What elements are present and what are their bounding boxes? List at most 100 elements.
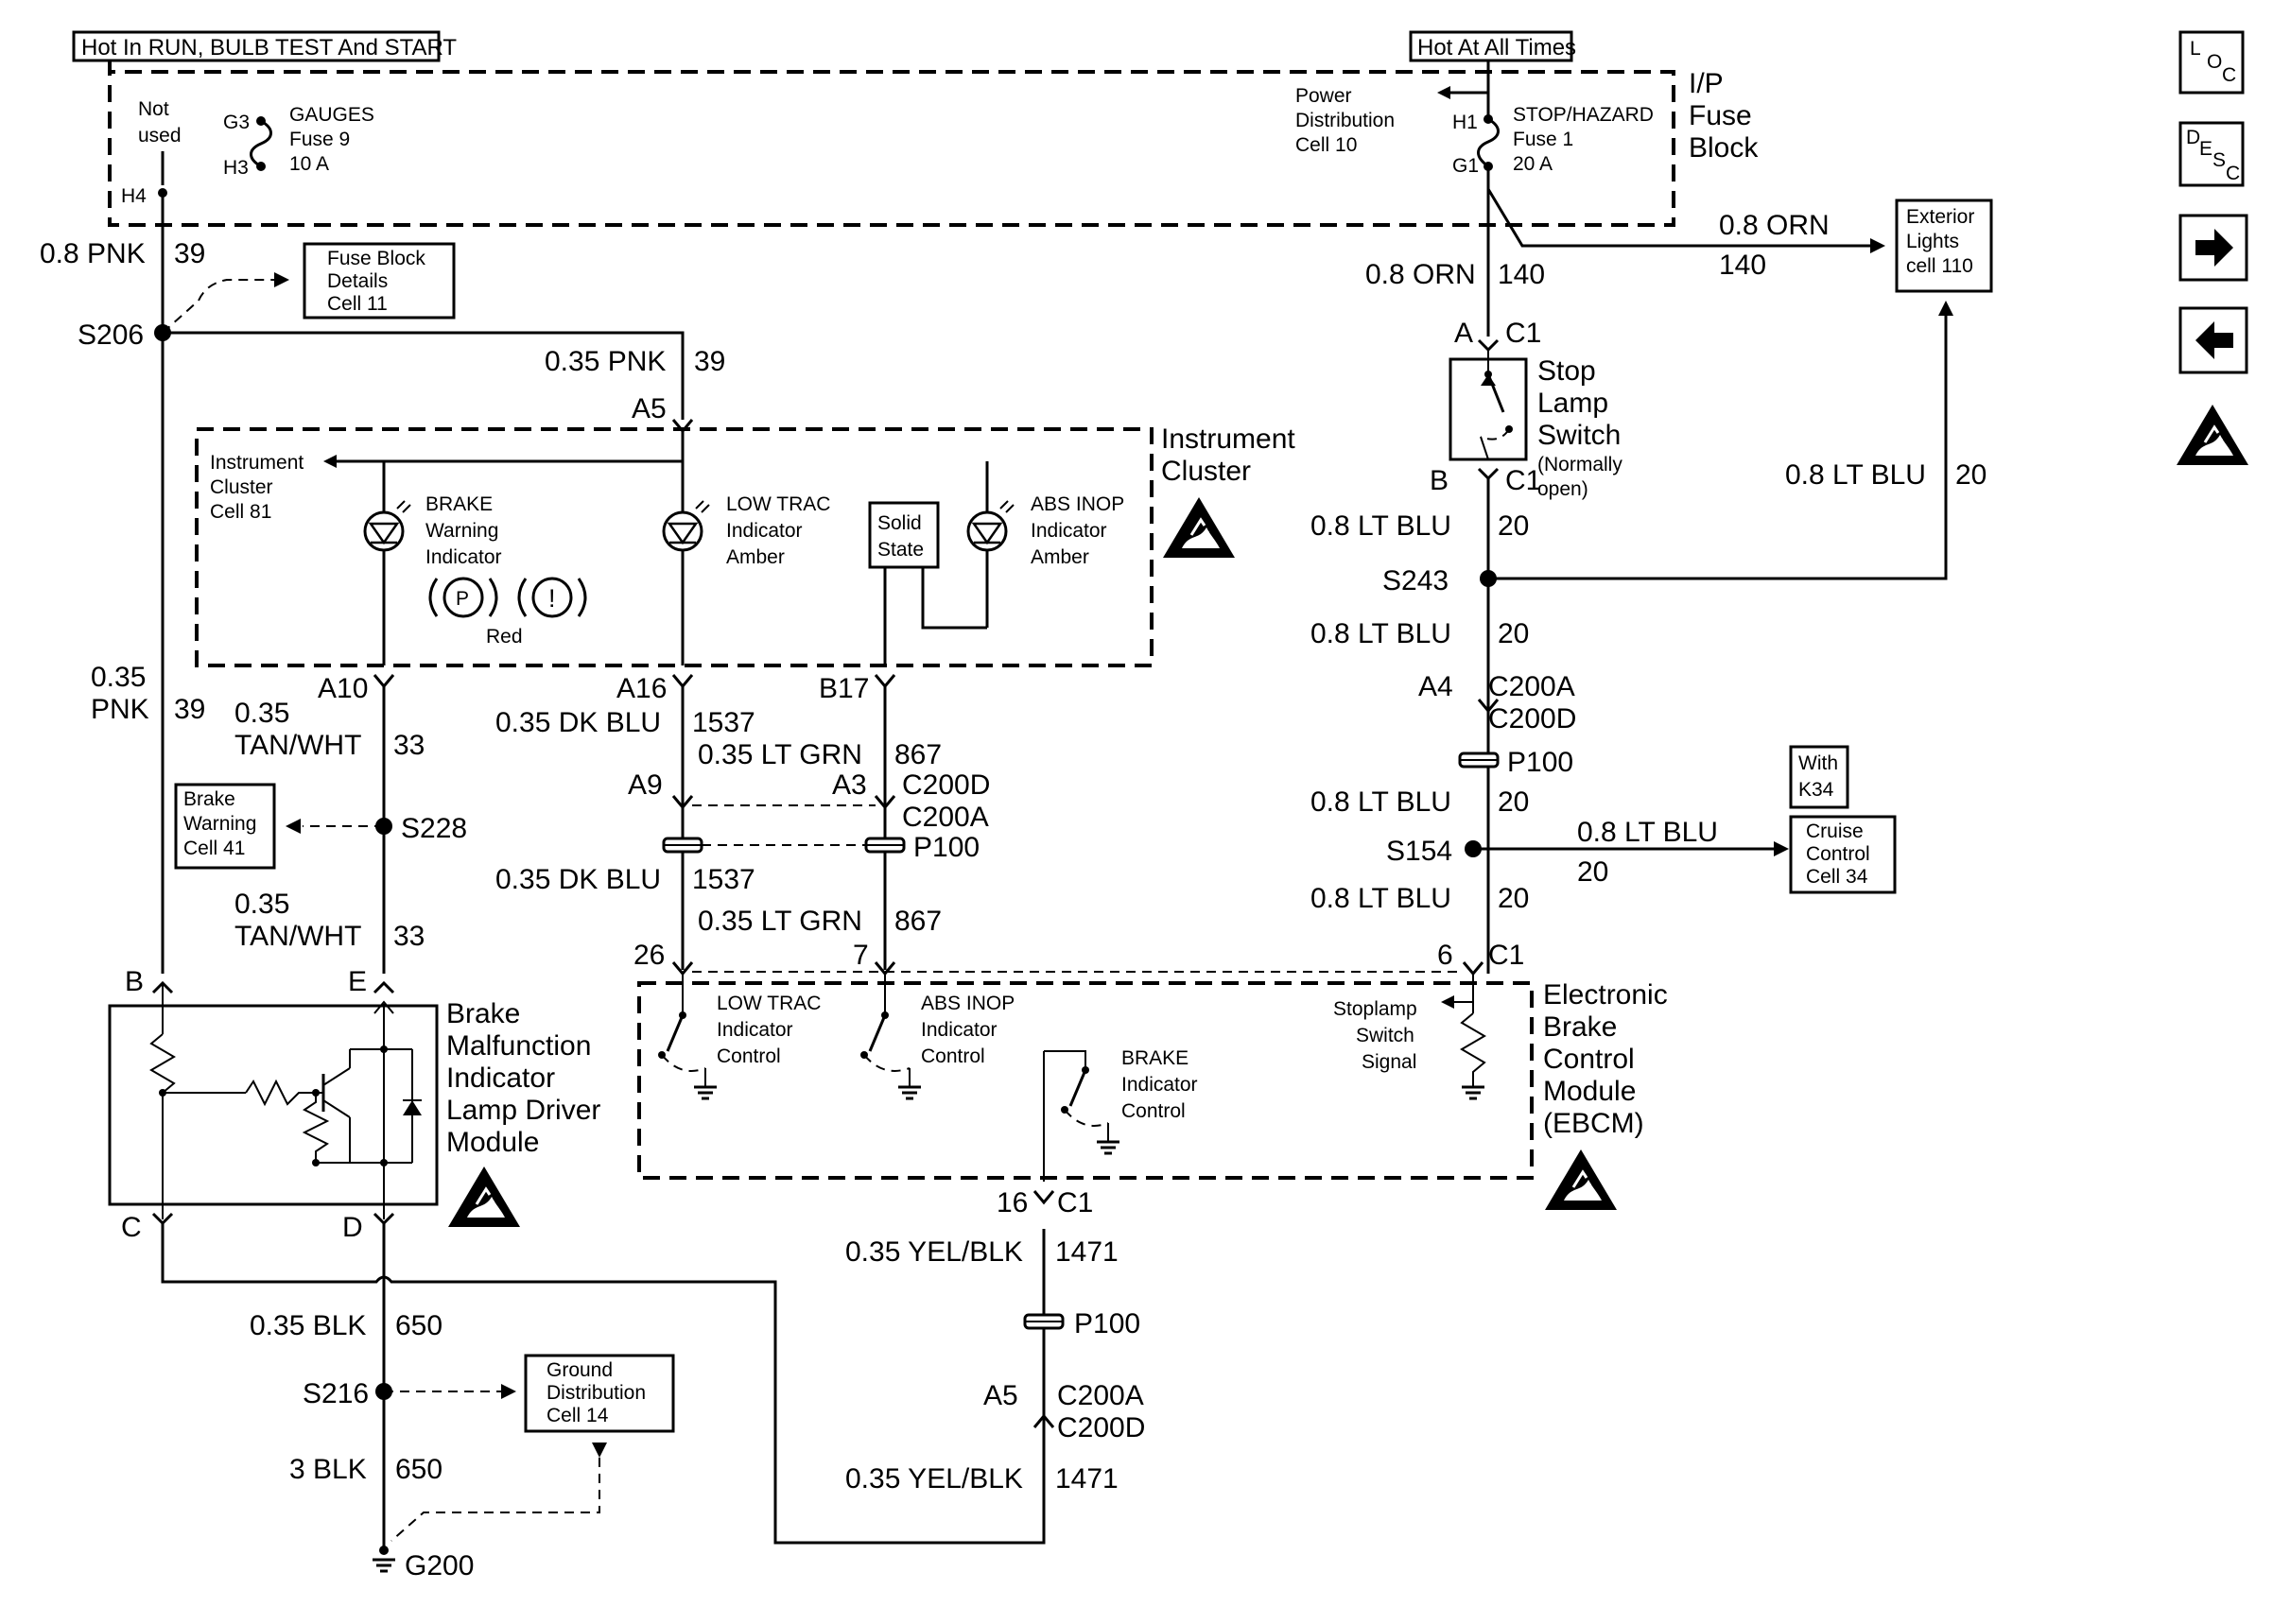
circuit-1471: 1471 — [1055, 1236, 1119, 1268]
svg-text:BRAKE: BRAKE — [1121, 1047, 1189, 1069]
wire-label-orn-b: 0.8 ORN — [1365, 259, 1476, 290]
svg-text:!: ! — [548, 584, 556, 613]
circuit-867-b: 867 — [894, 906, 942, 937]
wire-label-yelblk: 0.35 YEL/BLK — [845, 1236, 1023, 1268]
brake-symbols-icon: P ! — [428, 577, 587, 618]
svg-text:Details: Details — [327, 270, 388, 292]
svg-text:Ground: Ground — [547, 1359, 613, 1381]
circuit-1471-b: 1471 — [1055, 1463, 1119, 1494]
brake-red-label: Red — [486, 626, 523, 648]
svg-text:Cell 41: Cell 41 — [183, 838, 245, 859]
svg-text:ABS INOP: ABS INOP — [1031, 493, 1124, 515]
wire-label-ltblu-a: 0.8 LT BLU — [1310, 510, 1451, 542]
svg-text:E: E — [2199, 138, 2212, 160]
conn-c200d-c: C200D — [1488, 703, 1576, 734]
prev-button[interactable] — [2178, 306, 2248, 374]
svg-text:Stop: Stop — [1537, 355, 1596, 387]
label-s228: S228 — [401, 813, 467, 844]
svg-text:BRAKE: BRAKE — [425, 493, 493, 515]
svg-text:(EBCM): (EBCM) — [1543, 1108, 1644, 1139]
svg-text:Cell 14: Cell 14 — [547, 1405, 609, 1426]
svg-text:S: S — [2212, 149, 2226, 171]
svg-text:Warning: Warning — [183, 813, 256, 835]
nav-esd-icon[interactable] — [2175, 403, 2250, 467]
bmil-esd-icon — [446, 1165, 522, 1229]
label-s206: S206 — [78, 320, 144, 351]
svg-text:Warning: Warning — [425, 520, 498, 542]
svg-text:State: State — [877, 539, 924, 561]
wire-label-ltblu-d: 0.8 LT BLU — [1310, 786, 1451, 818]
conn-p100-b: P100 — [1074, 1308, 1140, 1339]
circuit-1537: 1537 — [692, 707, 755, 738]
svg-text:used: used — [138, 125, 182, 147]
circuit-20-f: 20 — [1498, 883, 1529, 914]
pin-e: E — [348, 966, 367, 997]
instrument-cluster-outline — [195, 427, 1154, 667]
ground-distribution-ref[interactable]: Ground Distribution Cell 14 — [524, 1354, 675, 1433]
pin-a10: A10 — [318, 673, 368, 704]
svg-text:Indicator: Indicator — [717, 1019, 793, 1041]
wire-label-ltblu-e: 0.8 LT BLU — [1577, 817, 1718, 848]
svg-text:Solid: Solid — [877, 512, 922, 534]
conn-c200d-b: C200D — [1057, 1412, 1145, 1443]
ebcm-outline — [637, 981, 1534, 1180]
svg-text:Amber: Amber — [726, 546, 785, 568]
conn-c1-c: C1 — [1505, 318, 1541, 349]
brake-warning-ref[interactable]: Brake Warning Cell 41 — [174, 783, 276, 870]
circuit-33: 33 — [393, 730, 425, 761]
next-button[interactable] — [2178, 214, 2248, 282]
svg-text:Module: Module — [446, 1127, 539, 1158]
stoplamp-signal-label: Stoplamp Switch Signal — [1333, 998, 1417, 1073]
conn-c1-b: C1 — [1057, 1187, 1093, 1218]
bmil-module-box — [108, 1004, 439, 1206]
brake-control-switch — [1043, 1050, 1121, 1182]
svg-text:P: P — [456, 588, 469, 610]
loc-button[interactable]: L O C — [2178, 30, 2245, 95]
pin-a: A — [1454, 318, 1473, 349]
svg-text:D: D — [2186, 127, 2200, 148]
pin-b17: B17 — [819, 673, 869, 704]
svg-text:Power: Power — [1295, 85, 1352, 107]
svg-text:Switch: Switch — [1537, 420, 1621, 451]
svg-text:O: O — [2207, 51, 2222, 73]
svg-text:GAUGES: GAUGES — [289, 104, 374, 126]
pin-6: 6 — [1437, 940, 1453, 971]
wire-label-dkblu-b: 0.35 DK BLU — [495, 864, 661, 895]
ebcm-title: Electronic Brake Control Module (EBCM) — [1543, 979, 1668, 1139]
ebcm-esd-icon — [1543, 1148, 1619, 1212]
circuit-140-a: 140 — [1719, 250, 1766, 281]
wire-label-tanwht-c: 0.35 — [234, 889, 289, 920]
circuit-140-b: 140 — [1498, 259, 1545, 290]
arrow-right-icon — [2195, 229, 2233, 267]
svg-text:10 A: 10 A — [289, 153, 329, 175]
circuit-20-b: 20 — [1955, 459, 1987, 491]
svg-text:ABS INOP: ABS INOP — [921, 993, 1015, 1014]
svg-text:Module: Module — [1543, 1076, 1636, 1107]
cruise-control-ref[interactable]: Cruise Control Cell 34 — [1789, 815, 1897, 894]
svg-text:Block: Block — [1689, 132, 1759, 164]
svg-text:Lights: Lights — [1906, 231, 1959, 252]
conn-p100-a: P100 — [913, 832, 980, 863]
wire-label-3blk: 3 BLK — [289, 1454, 367, 1485]
cluster-esd-icon — [1161, 495, 1237, 560]
power-distribution-label: Power Distribution Cell 10 — [1295, 85, 1395, 156]
svg-text:Indicator: Indicator — [1031, 520, 1107, 542]
desc-button[interactable]: D E S C — [2178, 121, 2245, 187]
circuit-867: 867 — [894, 739, 942, 770]
wire-label-ltgrn: 0.35 LT GRN — [698, 739, 862, 770]
svg-text:With: With — [1798, 752, 1838, 774]
svg-text:Switch: Switch — [1356, 1025, 1414, 1046]
conn-c1-d: C1 — [1505, 465, 1541, 496]
terminal-h4: H4 — [121, 185, 147, 207]
svg-text:Lamp Driver: Lamp Driver — [446, 1095, 600, 1126]
fuse-block-details-ref[interactable]: Fuse Block Details Cell 11 — [303, 242, 456, 320]
pin-a3: A3 — [832, 769, 867, 801]
exterior-lights-ref[interactable]: Exterior Lights cell 110 — [1895, 199, 1993, 293]
svg-text:Fuse 1: Fuse 1 — [1513, 129, 1573, 150]
svg-text:Control: Control — [1543, 1044, 1635, 1075]
conn-c200a-c: C200A — [1488, 671, 1575, 702]
svg-text:LOW TRAC: LOW TRAC — [717, 993, 821, 1014]
conn-p100-c: P100 — [1507, 747, 1573, 778]
svg-text:Amber: Amber — [1031, 546, 1089, 568]
svg-text:STOP/HAZARD: STOP/HAZARD — [1513, 104, 1654, 126]
